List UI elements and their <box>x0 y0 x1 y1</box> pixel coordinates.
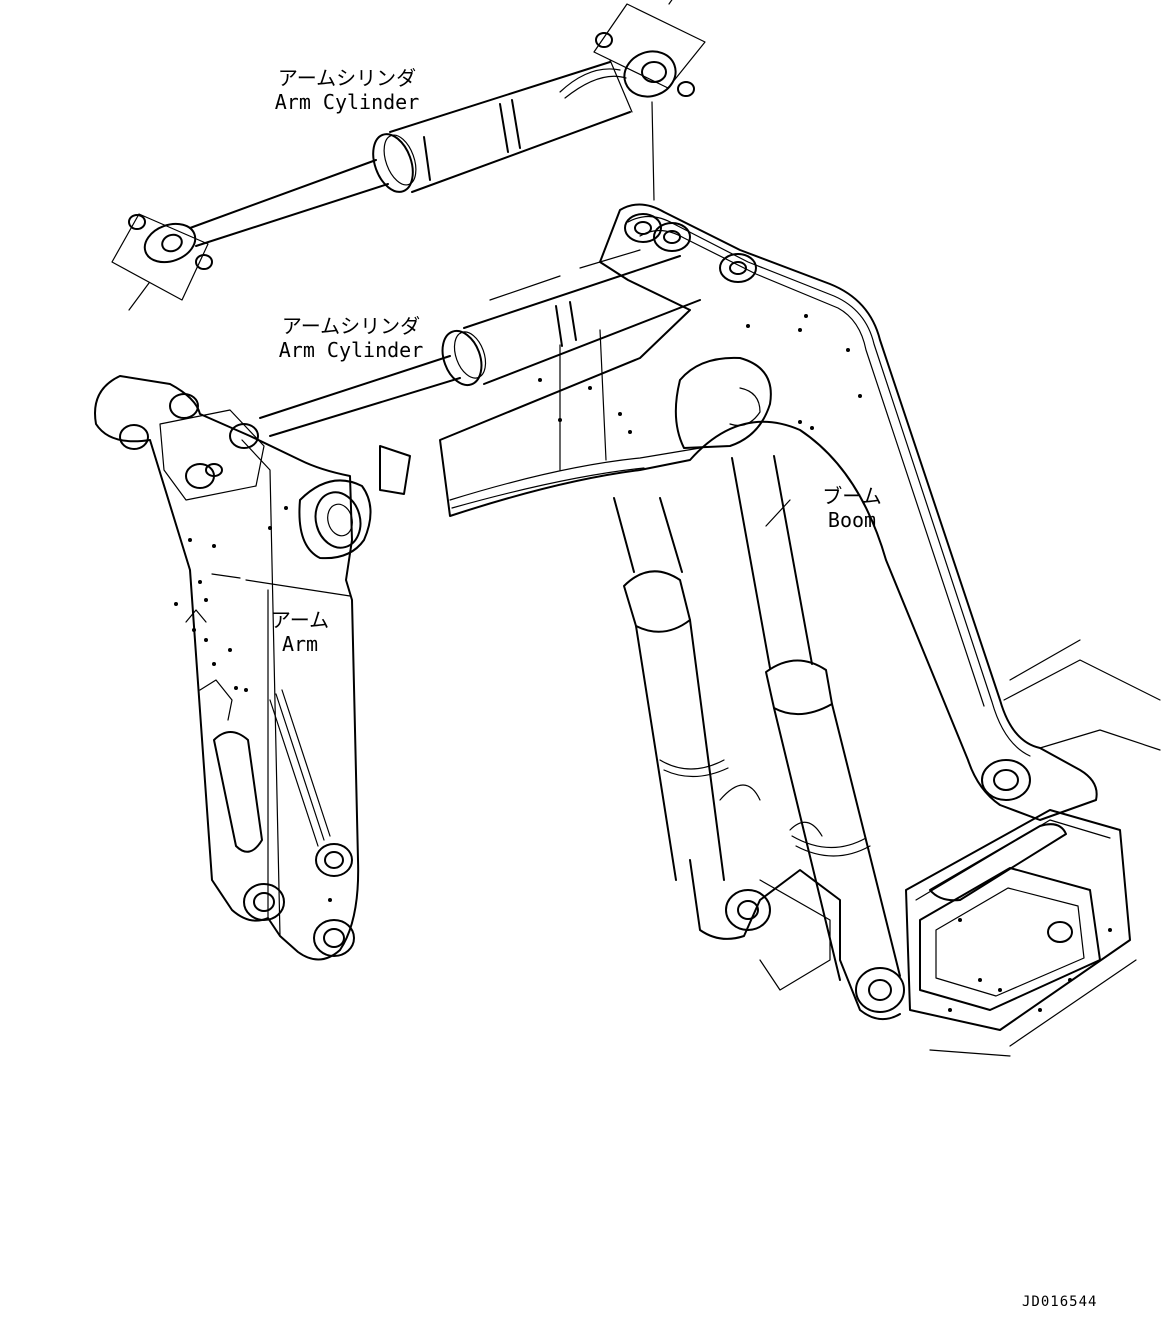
arm-cylinder-label-upper-en: Arm Cylinder <box>274 90 420 114</box>
installed-arm-cylinder <box>259 249 701 437</box>
exploded-arm-cylinder <box>111 0 706 311</box>
arm-structure <box>94 375 411 961</box>
boom-label: ブーム Boom <box>812 484 892 532</box>
arm-cylinder-label-upper-jp: アームシリンダ <box>277 66 417 90</box>
seal-callout-box-left <box>111 213 209 301</box>
drawing-code: JD016544 <box>1022 1294 1098 1310</box>
arm-label-jp: アーム <box>270 608 330 632</box>
arm-label-en: Arm <box>281 632 319 656</box>
boom-cylinders <box>613 455 905 1021</box>
o-ring-icon <box>677 81 695 97</box>
arm-cylinder-label-lower-jp: アームシリンダ <box>281 314 421 338</box>
arm-label: アーム Arm <box>260 608 340 656</box>
revolving-frame <box>905 639 1161 1057</box>
boom-label-jp: ブーム <box>822 484 882 508</box>
o-ring-icon <box>595 32 613 48</box>
arm-cylinder-label-lower-en: Arm Cylinder <box>278 338 424 362</box>
o-ring-icon <box>195 254 213 270</box>
o-ring-icon <box>128 214 146 230</box>
arm-cylinder-label-lower: アームシリンダ Arm Cylinder <box>266 314 436 362</box>
seal-callout-box-top <box>593 3 706 89</box>
boom-label-en: Boom <box>827 508 877 532</box>
arm-cylinder-label-upper: アームシリンダ Arm Cylinder <box>262 66 432 114</box>
boom-structure <box>439 203 1098 821</box>
